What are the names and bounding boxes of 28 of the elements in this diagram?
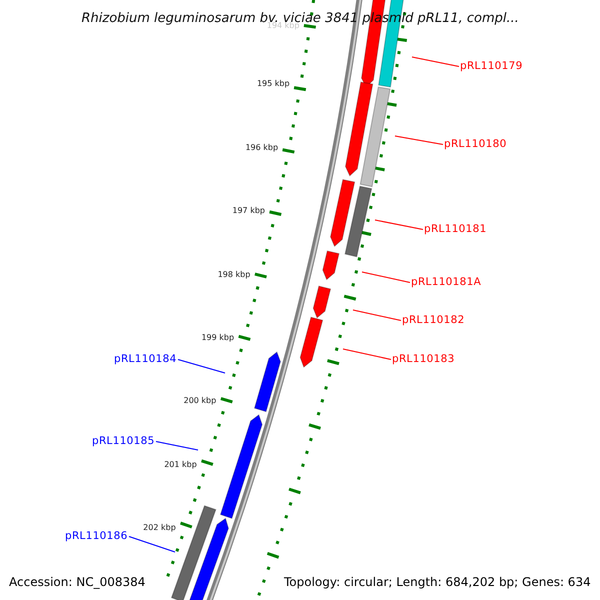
tick-label: 197 kbp	[232, 207, 265, 216]
gene-label: pRL110179	[460, 61, 523, 72]
tick-label: 198 kbp	[218, 270, 250, 279]
tick-label: 201 kbp	[164, 460, 197, 469]
gene-label: pRL110181A	[411, 277, 482, 288]
leader-line	[362, 272, 410, 283]
tick-label: 195 kbp	[256, 80, 290, 88]
leader-line	[374, 220, 424, 230]
gene-label: pRL110180	[444, 139, 507, 150]
gene-label: pRL110186	[65, 531, 128, 542]
gene-label: pRL110184	[114, 354, 177, 364]
leader-line	[128, 536, 176, 552]
leader-line	[412, 56, 460, 67]
gene-label: pRL110183	[392, 354, 455, 364]
tick-label: 199 kbp	[201, 334, 234, 342]
leader-line	[178, 359, 226, 374]
leader-line	[394, 136, 444, 145]
gene-label: pRL110185	[92, 436, 155, 446]
gene-label: pRL110181	[424, 224, 487, 234]
tick-label: 200 kbp	[184, 397, 216, 406]
leader-line	[352, 310, 402, 321]
genome-summary-text: Topology: circular; Length: 684,202 bp; Genes: 634	[284, 576, 591, 588]
accession-text: Accession: NC_008384	[9, 576, 146, 588]
tick-label: 196 kbp	[245, 144, 278, 152]
tick-label: 202 kbp	[143, 524, 176, 532]
gene-label: pRL110182	[402, 315, 465, 326]
leader-line	[156, 441, 198, 450]
leader-line	[342, 348, 392, 360]
